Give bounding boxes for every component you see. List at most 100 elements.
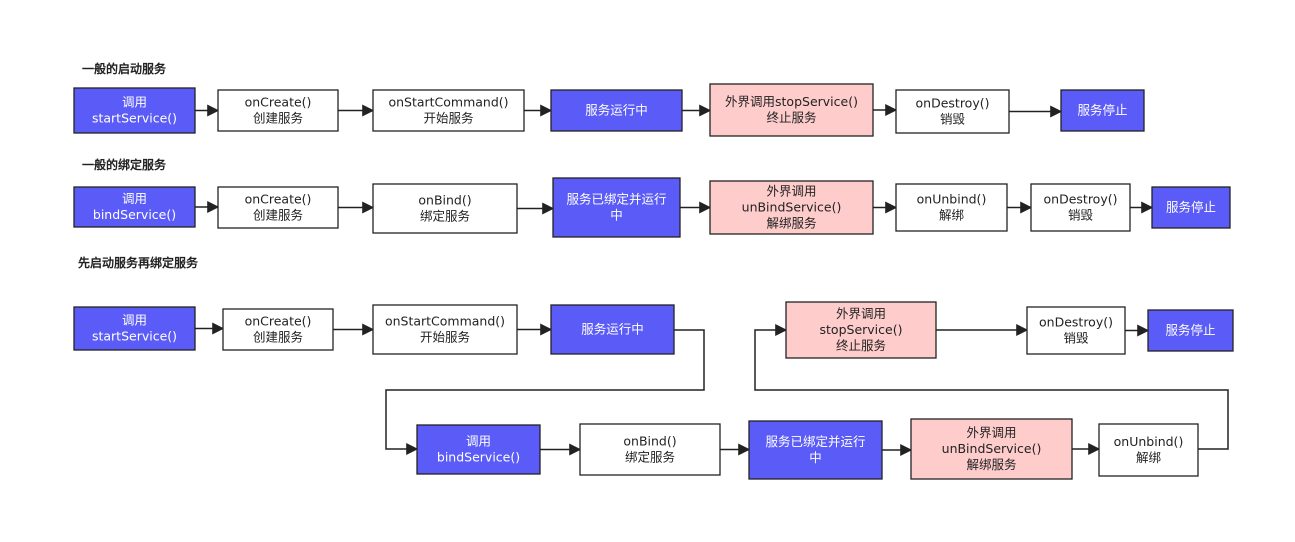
- node-label-b5-line-0: 外界调用: [766, 184, 816, 199]
- node-label-s7-line-0: 服务停止: [1077, 103, 1127, 118]
- node-box-b1: [73, 186, 196, 228]
- node-label-s5-line-1: 终止服务: [766, 110, 816, 125]
- node-box-c7: [748, 420, 883, 480]
- node-b6: onUnbind()解绑: [895, 183, 1008, 232]
- node-box-s4: [550, 89, 683, 132]
- node-label-b6-line-1: 解绑: [939, 208, 964, 223]
- node-label-s2-line-0: onCreate(): [245, 95, 312, 110]
- node-s2: onCreate()创建服务: [217, 89, 339, 132]
- node-label-b3-line-0: onBind(): [418, 193, 471, 208]
- node-box-c5: [416, 424, 541, 475]
- node-box-s7: [1060, 89, 1145, 132]
- node-label-b5-line-2: 解绑服务: [766, 216, 816, 231]
- node-b8: 服务停止: [1151, 186, 1231, 229]
- node-box-c11: [1026, 306, 1126, 355]
- node-label-c1-line-1: startService(): [92, 329, 177, 344]
- node-box-c4: [550, 304, 675, 355]
- node-label-c12-line-0: 服务停止: [1165, 323, 1215, 338]
- node-label-s6-line-0: onDestroy(): [916, 96, 990, 111]
- node-box-b8: [1151, 186, 1231, 229]
- node-box-b3: [372, 183, 518, 234]
- node-box-s1: [73, 87, 196, 134]
- node-label-c1-line-0: 调用: [122, 313, 147, 328]
- node-c11: onDestroy()销毁: [1026, 306, 1126, 355]
- node-label-c9-line-1: 解绑: [1136, 450, 1161, 465]
- node-label-s5-line-0: 外界调用stopService(): [725, 94, 858, 109]
- node-box-b5: [709, 180, 874, 235]
- node-label-c8-line-1: unBindService(): [942, 441, 1042, 456]
- node-box-s5: [709, 83, 874, 137]
- node-label-s3-line-1: 开始服务: [423, 111, 473, 126]
- arrow-c9-to-c10: [754, 324, 1229, 450]
- node-b7: onDestroy()销毁: [1030, 183, 1131, 232]
- node-label-c6-line-0: onBind(): [623, 434, 676, 449]
- node-box-c3: [372, 304, 518, 355]
- node-box-s3: [372, 89, 525, 132]
- node-b3: onBind()绑定服务: [372, 183, 518, 234]
- node-s4: 服务运行中: [550, 89, 683, 132]
- node-box-c6: [579, 423, 721, 476]
- node-s7: 服务停止: [1060, 89, 1145, 132]
- section-title-combo: 先启动服务再绑定服务: [78, 255, 199, 270]
- node-box-c10: [785, 301, 937, 359]
- node-label-c2-line-0: onCreate(): [245, 314, 312, 329]
- node-label-b1-line-0: 调用: [122, 191, 147, 206]
- node-box-c9: [1098, 423, 1199, 477]
- node-box-b2: [217, 186, 339, 229]
- node-c10: 外界调用stopService()终止服务: [785, 301, 937, 359]
- node-label-c9-line-0: onUnbind(): [1114, 434, 1184, 449]
- node-label-b1-line-1: bindService(): [93, 207, 176, 222]
- node-box-c12: [1147, 309, 1234, 352]
- node-s3: onStartCommand()开始服务: [372, 89, 525, 132]
- node-box-b7: [1030, 183, 1131, 232]
- node-label-c11-line-1: 销毁: [1063, 331, 1089, 346]
- node-box-c8: [910, 418, 1073, 480]
- section-title-start: 一般的启动服务: [82, 61, 167, 76]
- node-label-c10-line-1: stopService(): [820, 322, 903, 337]
- node-c9: onUnbind()解绑: [1098, 423, 1199, 477]
- node-label-b2-line-1: 创建服务: [253, 208, 303, 223]
- node-label-c6-line-1: 绑定服务: [625, 450, 675, 465]
- node-label-c8-line-0: 外界调用: [966, 425, 1016, 440]
- node-label-c11-line-0: onDestroy(): [1039, 315, 1113, 330]
- node-label-c3-line-0: onStartCommand(): [385, 314, 505, 329]
- node-label-s3-line-0: onStartCommand(): [388, 95, 508, 110]
- node-label-b6-line-0: onUnbind(): [917, 192, 987, 207]
- node-label-b8-line-0: 服务停止: [1166, 200, 1216, 215]
- node-label-b2-line-0: onCreate(): [245, 192, 312, 207]
- section-title-bind: 一般的绑定服务: [82, 157, 167, 172]
- node-label-c10-line-2: 终止服务: [836, 338, 886, 353]
- arrow-c4-to-c5: [385, 329, 705, 455]
- node-label-c8-line-2: 解绑服务: [966, 457, 1016, 472]
- node-label-s1-line-0: 调用: [122, 95, 147, 110]
- edges-layer: [195, 104, 1229, 456]
- node-c3: onStartCommand()开始服务: [372, 304, 518, 355]
- node-label-b4-line-0: 服务已绑定并运行: [566, 192, 666, 207]
- node-label-b7-line-1: 销毁: [1068, 208, 1094, 223]
- node-label-c5-line-0: 调用: [466, 434, 491, 449]
- node-c12: 服务停止: [1147, 309, 1234, 352]
- node-label-b4-line-1: 中: [610, 208, 623, 223]
- node-label-s4-line-0: 服务运行中: [585, 103, 648, 118]
- node-label-b3-line-1: 绑定服务: [420, 209, 470, 224]
- node-label-c4-line-0: 服务运行中: [581, 322, 644, 337]
- node-label-c5-line-1: bindService(): [437, 450, 520, 465]
- node-label-c3-line-1: 开始服务: [420, 330, 470, 345]
- node-label-s2-line-1: 创建服务: [253, 111, 303, 126]
- nodes-layer: 调用startService()onCreate()创建服务onStartCom…: [73, 83, 1234, 480]
- node-s5: 外界调用stopService()终止服务: [709, 83, 874, 137]
- node-label-c7-line-1: 中: [809, 450, 822, 465]
- node-c4: 服务运行中: [550, 304, 675, 355]
- node-label-b5-line-1: unBindService(): [742, 200, 842, 215]
- node-label-c2-line-1: 创建服务: [253, 330, 303, 345]
- node-c2: onCreate()创建服务: [222, 308, 334, 351]
